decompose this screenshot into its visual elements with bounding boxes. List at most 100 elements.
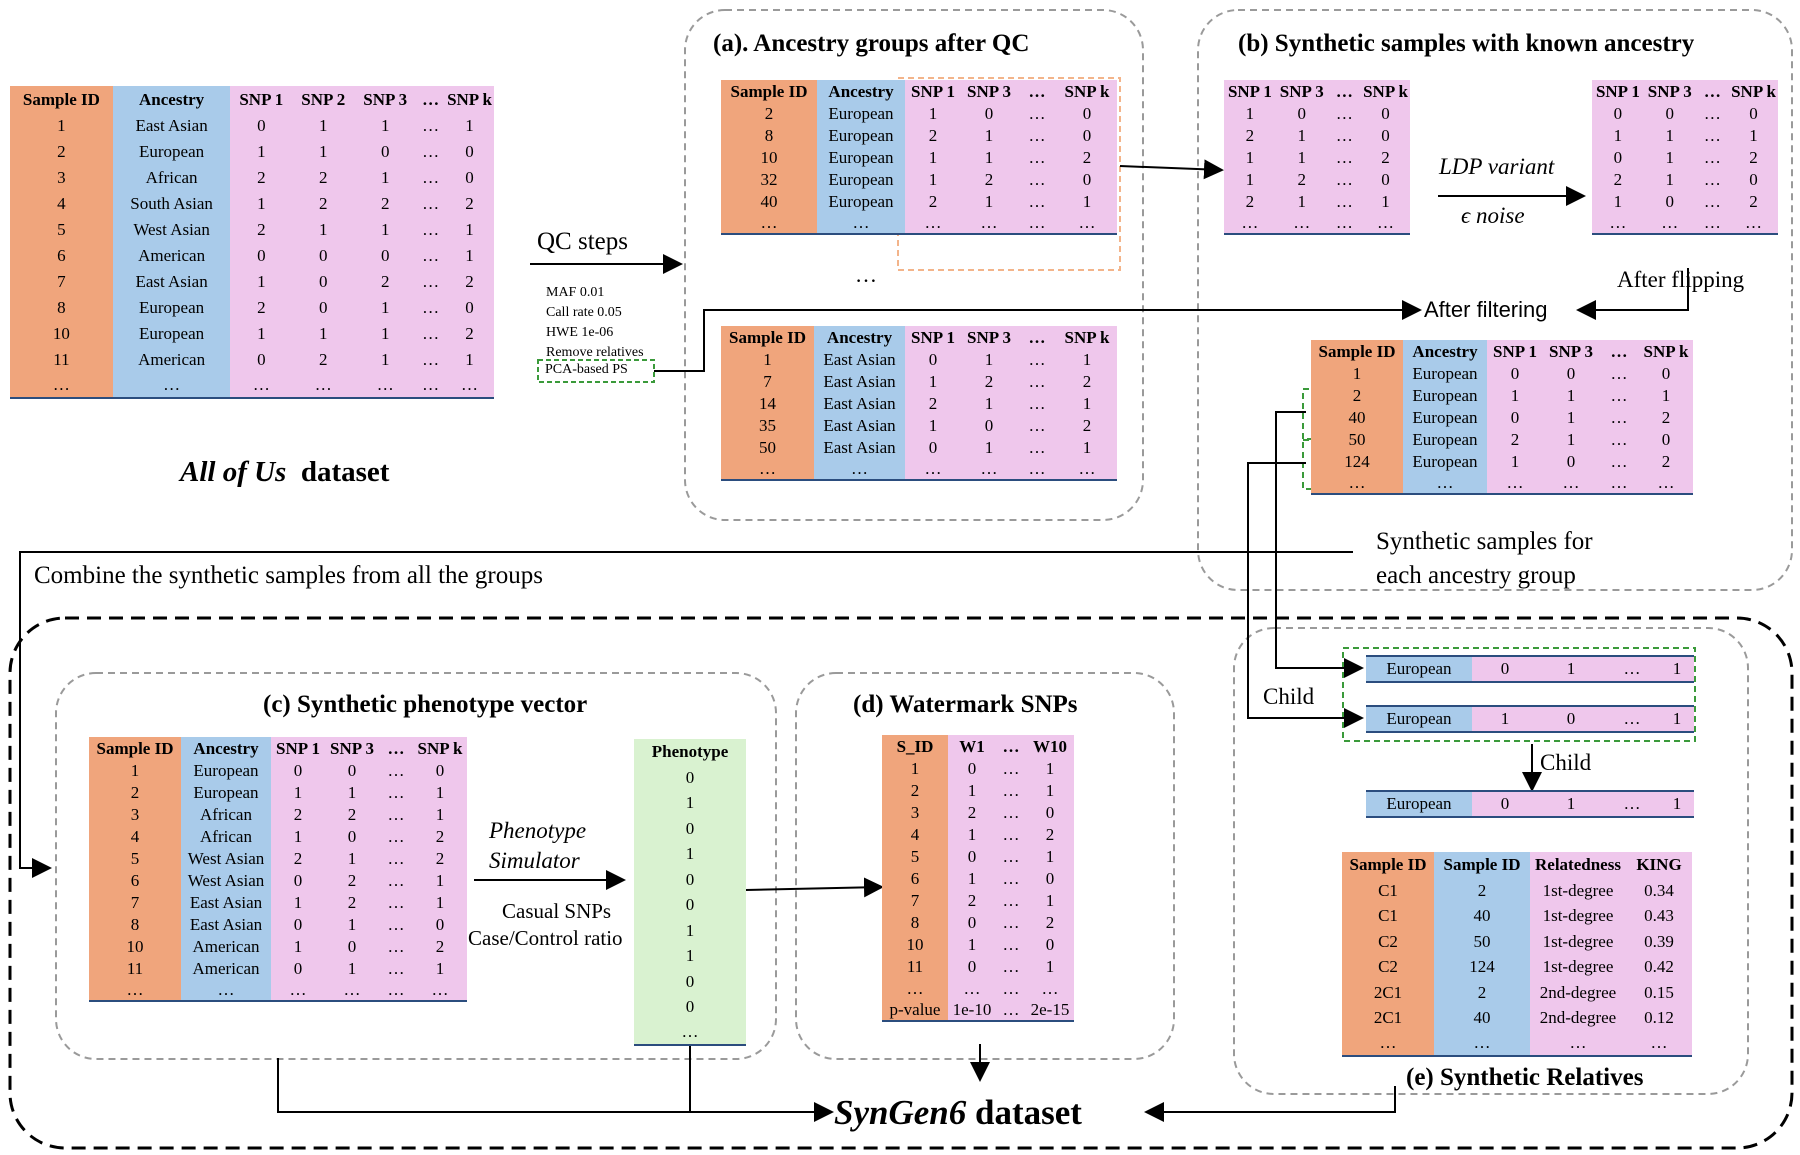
column-header: SNP k	[1057, 80, 1117, 102]
snp-cell: 0	[1538, 707, 1604, 731]
table-cell: …	[379, 913, 413, 935]
table-cell: 1	[1643, 124, 1696, 146]
table-cell: …	[1224, 212, 1276, 235]
synthetic-samples-caption-2: each ancestry group	[1376, 562, 1576, 589]
table-cell: 1e-10	[948, 999, 996, 1022]
table-cell: 0	[271, 759, 325, 781]
table-cell: 1	[1026, 757, 1074, 779]
table-cell: …	[817, 212, 905, 235]
table-cell: …	[1327, 212, 1362, 235]
table-cell: 0	[905, 348, 961, 370]
table-cell: 0	[271, 957, 325, 979]
table-cell: 1st-degree	[1530, 877, 1626, 903]
table-cell: 5	[10, 216, 113, 242]
table-cell: 40	[1434, 903, 1530, 929]
table-cell: …	[1487, 472, 1543, 495]
table-cell: 1	[354, 164, 417, 190]
table-cell: West Asian	[112, 216, 231, 242]
column-header: Phenotype	[634, 739, 746, 765]
table-cell: 1	[1487, 384, 1543, 406]
ancestry-cell: European	[1366, 707, 1472, 731]
column-header: Ancestry	[112, 86, 231, 112]
column-header: SNP 3	[1275, 80, 1328, 102]
table-cell: 1	[1057, 348, 1117, 370]
column-header: SNP k	[1057, 326, 1117, 348]
table-cell: 2	[1224, 190, 1276, 212]
qc-step: MAF 0.01	[546, 285, 605, 300]
table-cell: 1st-degree	[1530, 903, 1626, 929]
table-cell: 1	[1643, 146, 1696, 168]
table-cell: 1	[354, 112, 417, 138]
table-cell: European	[1403, 428, 1487, 450]
table-cell: 4	[10, 190, 113, 216]
column-header: Ancestry	[817, 80, 905, 102]
table-row: 0	[634, 968, 746, 994]
table-cell: 1	[292, 216, 355, 242]
table-cell: 2	[292, 346, 355, 372]
column-header: SNP k	[413, 737, 467, 759]
table-cell: …	[1695, 146, 1730, 168]
table-cell: 2	[721, 102, 817, 124]
column-header: W10	[1026, 735, 1074, 757]
table-cell: 50	[721, 436, 814, 458]
table-cell: 5	[89, 847, 181, 869]
table-cell: 0	[634, 866, 746, 892]
table-cell: 1	[10, 112, 113, 138]
table-cell: 7	[10, 268, 113, 294]
table-cell: …	[996, 779, 1026, 801]
table-cell: …	[416, 216, 446, 242]
table-cell: 1	[325, 781, 379, 803]
table-cell: 11	[89, 957, 181, 979]
snp-cell: 1	[1538, 792, 1604, 816]
table-cell: …	[996, 911, 1026, 933]
table-cell: European	[112, 138, 231, 164]
table-cell: 2	[271, 803, 325, 825]
table-cell: 0	[1361, 168, 1410, 190]
table-row: …………	[882, 977, 1074, 999]
table-header-row: Phenotype	[634, 739, 746, 765]
table-cell: 1	[948, 823, 996, 845]
table-cell: …	[181, 979, 271, 1002]
table-cell: 2nd-degree	[1530, 1005, 1626, 1031]
after-filtering-label: After filtering	[1424, 297, 1548, 322]
table-cell: 1	[230, 138, 293, 164]
table-cell: …	[1327, 146, 1362, 168]
column-header: SNP 1	[230, 86, 293, 112]
table-cell: 0	[948, 911, 996, 933]
table-cell: …	[996, 845, 1026, 867]
table-row: …………………	[10, 372, 494, 399]
table-cell: 1	[905, 168, 961, 190]
table-cell: 1	[413, 869, 467, 891]
table-cell: 2	[961, 168, 1017, 190]
table-cell: 2nd-degree	[1530, 979, 1626, 1005]
table-cell: 2	[1592, 168, 1644, 190]
table-cell: 1	[1592, 124, 1644, 146]
table-cell: …	[1342, 1030, 1434, 1057]
column-header: Ancestry	[181, 737, 271, 759]
table-cell: …	[1626, 1030, 1692, 1057]
phenotype-simulator-1: Phenotype	[489, 818, 587, 843]
table-row: …………	[1342, 1030, 1692, 1057]
table-cell: 1	[230, 190, 293, 216]
panel-c-frame	[55, 672, 777, 1060]
table-cell: …	[721, 458, 814, 481]
table-cell: 8	[882, 911, 948, 933]
table-cell: …	[416, 372, 446, 399]
table-cell: 0	[1057, 102, 1117, 124]
